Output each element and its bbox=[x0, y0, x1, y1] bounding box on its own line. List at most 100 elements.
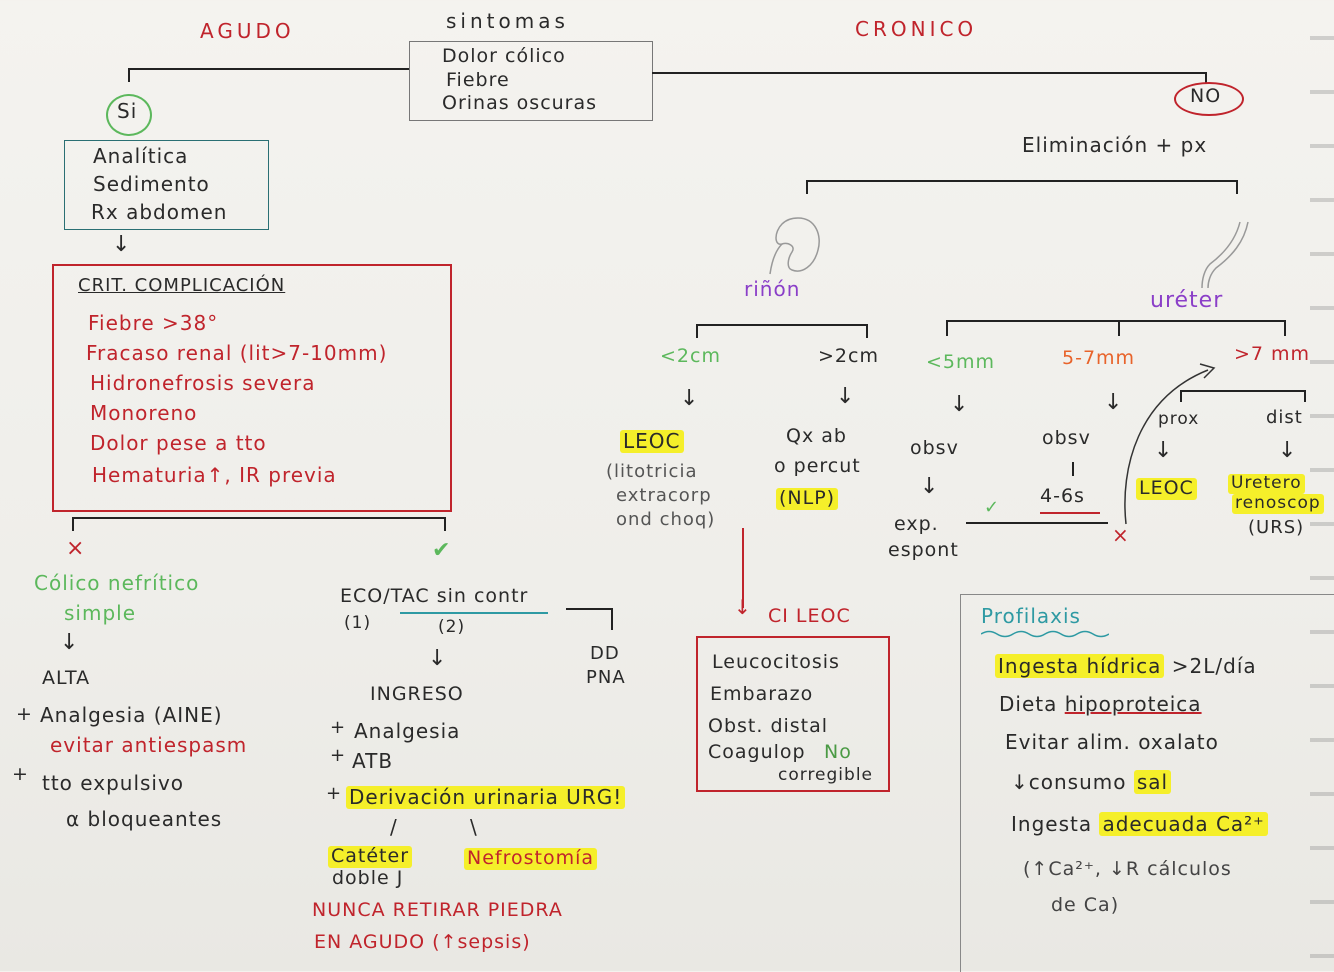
profilaxis-item-2: Evitar alim. oxalato bbox=[1005, 731, 1219, 754]
tto-label: tto expulsivo bbox=[42, 772, 184, 795]
wavy-underline bbox=[981, 629, 1109, 639]
ci-no-label: No bbox=[824, 742, 852, 764]
ci-item: Embarazo bbox=[710, 684, 813, 706]
branch-tick bbox=[1236, 180, 1238, 194]
cateter-label-2: doble J bbox=[332, 868, 403, 890]
ci-box: Leucocitosis Embarazo Obst. distal Coagu… bbox=[696, 636, 890, 792]
profilaxis-note-2: de Ca) bbox=[1051, 895, 1119, 917]
dist-label: dist bbox=[1266, 408, 1303, 429]
obsv-label-2: obsv bbox=[1042, 428, 1091, 450]
eliminacion-label: Eliminación + px bbox=[1022, 134, 1207, 157]
weeks-label: 4-6s bbox=[1040, 486, 1085, 508]
branch-tick bbox=[1118, 320, 1120, 336]
criterio-item: Hematuria↑, IR previa bbox=[92, 464, 337, 487]
eliminacion-branch-line bbox=[806, 180, 1238, 182]
down-arrow-icon: ↓ bbox=[428, 646, 446, 671]
slash-connector: / bbox=[390, 816, 398, 839]
dd-label: DD bbox=[590, 644, 620, 665]
criterios-box: CRIT. COMPLICACIÓN Fiebre >38° Fracaso r… bbox=[52, 264, 452, 512]
ci-corregible: corregible bbox=[778, 766, 873, 786]
test-item: Rx abdomen bbox=[91, 201, 227, 224]
eco-note-1: (1) bbox=[344, 614, 371, 634]
test-item: Analítica bbox=[93, 145, 188, 168]
criterios-branch-line bbox=[72, 517, 446, 519]
alfa-label: α bloqueantes bbox=[66, 808, 222, 831]
cronico-heading: CRONICO bbox=[855, 18, 977, 41]
agudo-branch-line bbox=[128, 68, 409, 70]
down-arrow-icon: ↓ bbox=[112, 232, 130, 257]
colico-label-2: simple bbox=[64, 602, 136, 625]
uretero-label: Uretero bbox=[1228, 474, 1305, 494]
profilaxis-note: (↑Ca²⁺, ↓R cálculos bbox=[1023, 859, 1232, 881]
down-arrow-icon: ↓ bbox=[920, 474, 938, 499]
sal-label: sal bbox=[1134, 770, 1171, 794]
sintoma-item: Dolor cólico bbox=[442, 46, 566, 68]
profilaxis-item-0: Ingesta hídrica >2L/día bbox=[995, 655, 1257, 678]
tests-box: Analítica Sedimento Rx abdomen bbox=[64, 140, 269, 230]
adecuada-ca-label: adecuada Ca²⁺ bbox=[1099, 812, 1267, 836]
yes-check-icon: ✔ bbox=[432, 538, 451, 563]
ureter-label: uréter bbox=[1150, 288, 1223, 313]
sintomas-box: Dolor cólico Fiebre Orinas oscuras bbox=[409, 41, 653, 121]
profilaxis-title: Profilaxis bbox=[981, 605, 1081, 628]
criterio-item: Fracaso renal (lit>7-10mm) bbox=[86, 342, 387, 365]
colico-label: Cólico nefrítico bbox=[34, 572, 199, 595]
ci-title: CI LEOC bbox=[768, 606, 851, 628]
ci-arrow-icon: ↓ bbox=[734, 596, 752, 619]
eco-note-2: (2) bbox=[438, 618, 465, 638]
branch-tick bbox=[444, 517, 446, 531]
pna-label: PNA bbox=[586, 668, 626, 689]
kidney-icon bbox=[768, 214, 828, 278]
prox-label: prox bbox=[1158, 410, 1199, 430]
branch-tick bbox=[1304, 390, 1306, 402]
gt7-branch-line bbox=[1180, 390, 1306, 392]
obsv-label: obsv bbox=[910, 438, 959, 460]
branch-tick bbox=[696, 324, 698, 338]
cronico-branch-line bbox=[652, 72, 1207, 74]
nunca-label-2: EN AGUDO (↑sepsis) bbox=[314, 932, 531, 954]
exp-label: exp. bbox=[894, 514, 939, 536]
rinon-label: riñón bbox=[744, 278, 800, 301]
si-label: Si bbox=[117, 100, 137, 123]
outcome-line bbox=[966, 522, 1108, 524]
criterios-title: CRIT. COMPLICACIÓN bbox=[78, 276, 285, 297]
profilaxis-item-3: ↓consumo sal bbox=[1011, 771, 1171, 794]
nunca-label: NUNCA RETIRAR PIEDRA bbox=[312, 900, 563, 922]
test-item: Sedimento bbox=[93, 173, 210, 196]
eco-underline bbox=[400, 612, 548, 614]
sintoma-item: Orinas oscuras bbox=[442, 93, 597, 115]
exp-label-2: espont bbox=[888, 540, 959, 562]
qx-label: Qx ab bbox=[786, 426, 847, 448]
no-label: NO bbox=[1190, 86, 1221, 108]
rinon-branch-line bbox=[696, 324, 868, 326]
agudo-heading: AGUDO bbox=[200, 20, 295, 43]
nefrostomia-label: Nefrostomía bbox=[464, 848, 597, 870]
curved-arrow-icon bbox=[1118, 358, 1228, 528]
branch-tick bbox=[946, 320, 948, 336]
ingesta-hl: Ingesta hídrica bbox=[995, 654, 1164, 678]
ci-item: Leucocitosis bbox=[712, 652, 840, 674]
no-cross-icon: × bbox=[66, 536, 85, 561]
criterio-item: Dolor pese a tto bbox=[90, 432, 267, 455]
down-arrow-icon: ↓ bbox=[680, 386, 698, 411]
criterio-item: Monoreno bbox=[90, 402, 197, 425]
down-arrow-icon: ↓ bbox=[1278, 438, 1296, 463]
uretero-label-2: renoscop bbox=[1232, 494, 1324, 514]
branch-tick bbox=[72, 517, 74, 531]
dd-connector bbox=[566, 608, 612, 610]
profilaxis-item-4: Ingesta adecuada Ca²⁺ bbox=[1011, 813, 1268, 836]
ingesta-ca-label: Ingesta bbox=[1011, 812, 1099, 836]
plus-icon: + bbox=[16, 704, 33, 726]
profilaxis-box: Profilaxis Ingesta hídrica >2L/día Dieta… bbox=[960, 594, 1334, 972]
derivacion-label: Derivación urinaria URG! bbox=[346, 786, 625, 809]
consumo-label: ↓consumo bbox=[1011, 770, 1134, 794]
atb-label: ATB bbox=[352, 750, 393, 773]
analgesia-label: Analgesia (AINE) bbox=[40, 704, 223, 727]
alta-label: ALTA bbox=[42, 668, 90, 690]
backslash-connector: \ bbox=[470, 816, 478, 839]
analgesia2-label: Analgesia bbox=[354, 720, 460, 743]
profilaxis-item-1: Dieta hipoproteica bbox=[999, 693, 1202, 716]
eco-label: ECO/TAC sin contr bbox=[340, 586, 528, 608]
leoc-desc: ond choq) bbox=[616, 510, 715, 531]
ci-item: Obst. distal bbox=[708, 716, 828, 738]
